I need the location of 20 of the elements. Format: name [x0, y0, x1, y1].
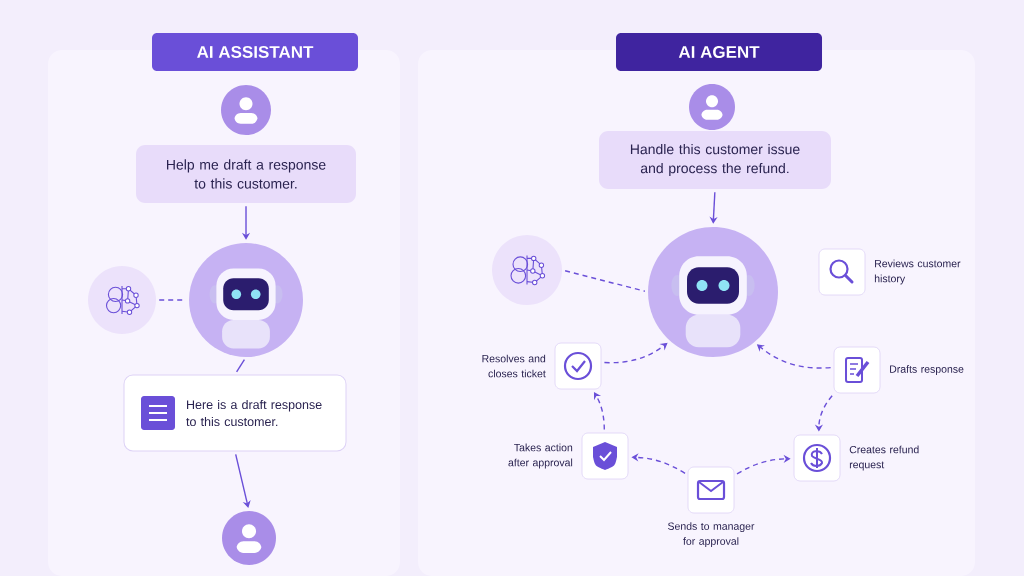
step-label: Creates refund request — [849, 445, 919, 471]
step-label: Reviews customer history — [874, 259, 961, 285]
robot-drawing — [189, 243, 303, 357]
step-label: Takes action after approval — [508, 443, 573, 469]
step-label: Sends to manager for approval — [668, 522, 755, 547]
user-avatar — [222, 511, 276, 565]
user-avatar — [689, 84, 735, 130]
brain-network-drawing — [492, 235, 562, 305]
message-bubble: Handle this customer issue and process the refund. — [599, 131, 831, 189]
step-label: Drafts response — [890, 365, 964, 375]
brain-network-drawing — [88, 266, 156, 334]
response-card: Here is a draft response to this customer. — [123, 374, 347, 452]
user-avatar — [221, 85, 271, 135]
robot-drawing — [648, 227, 778, 357]
heading-badge: AI AGENT — [616, 33, 822, 71]
message-bubble: Help me draft a response to this customer. — [136, 145, 356, 203]
arrow — [603, 342, 668, 364]
arrow — [235, 453, 251, 508]
heading-badge: AI ASSISTANT — [152, 33, 358, 71]
step-label: Resolves and closes ticket — [482, 354, 546, 378]
